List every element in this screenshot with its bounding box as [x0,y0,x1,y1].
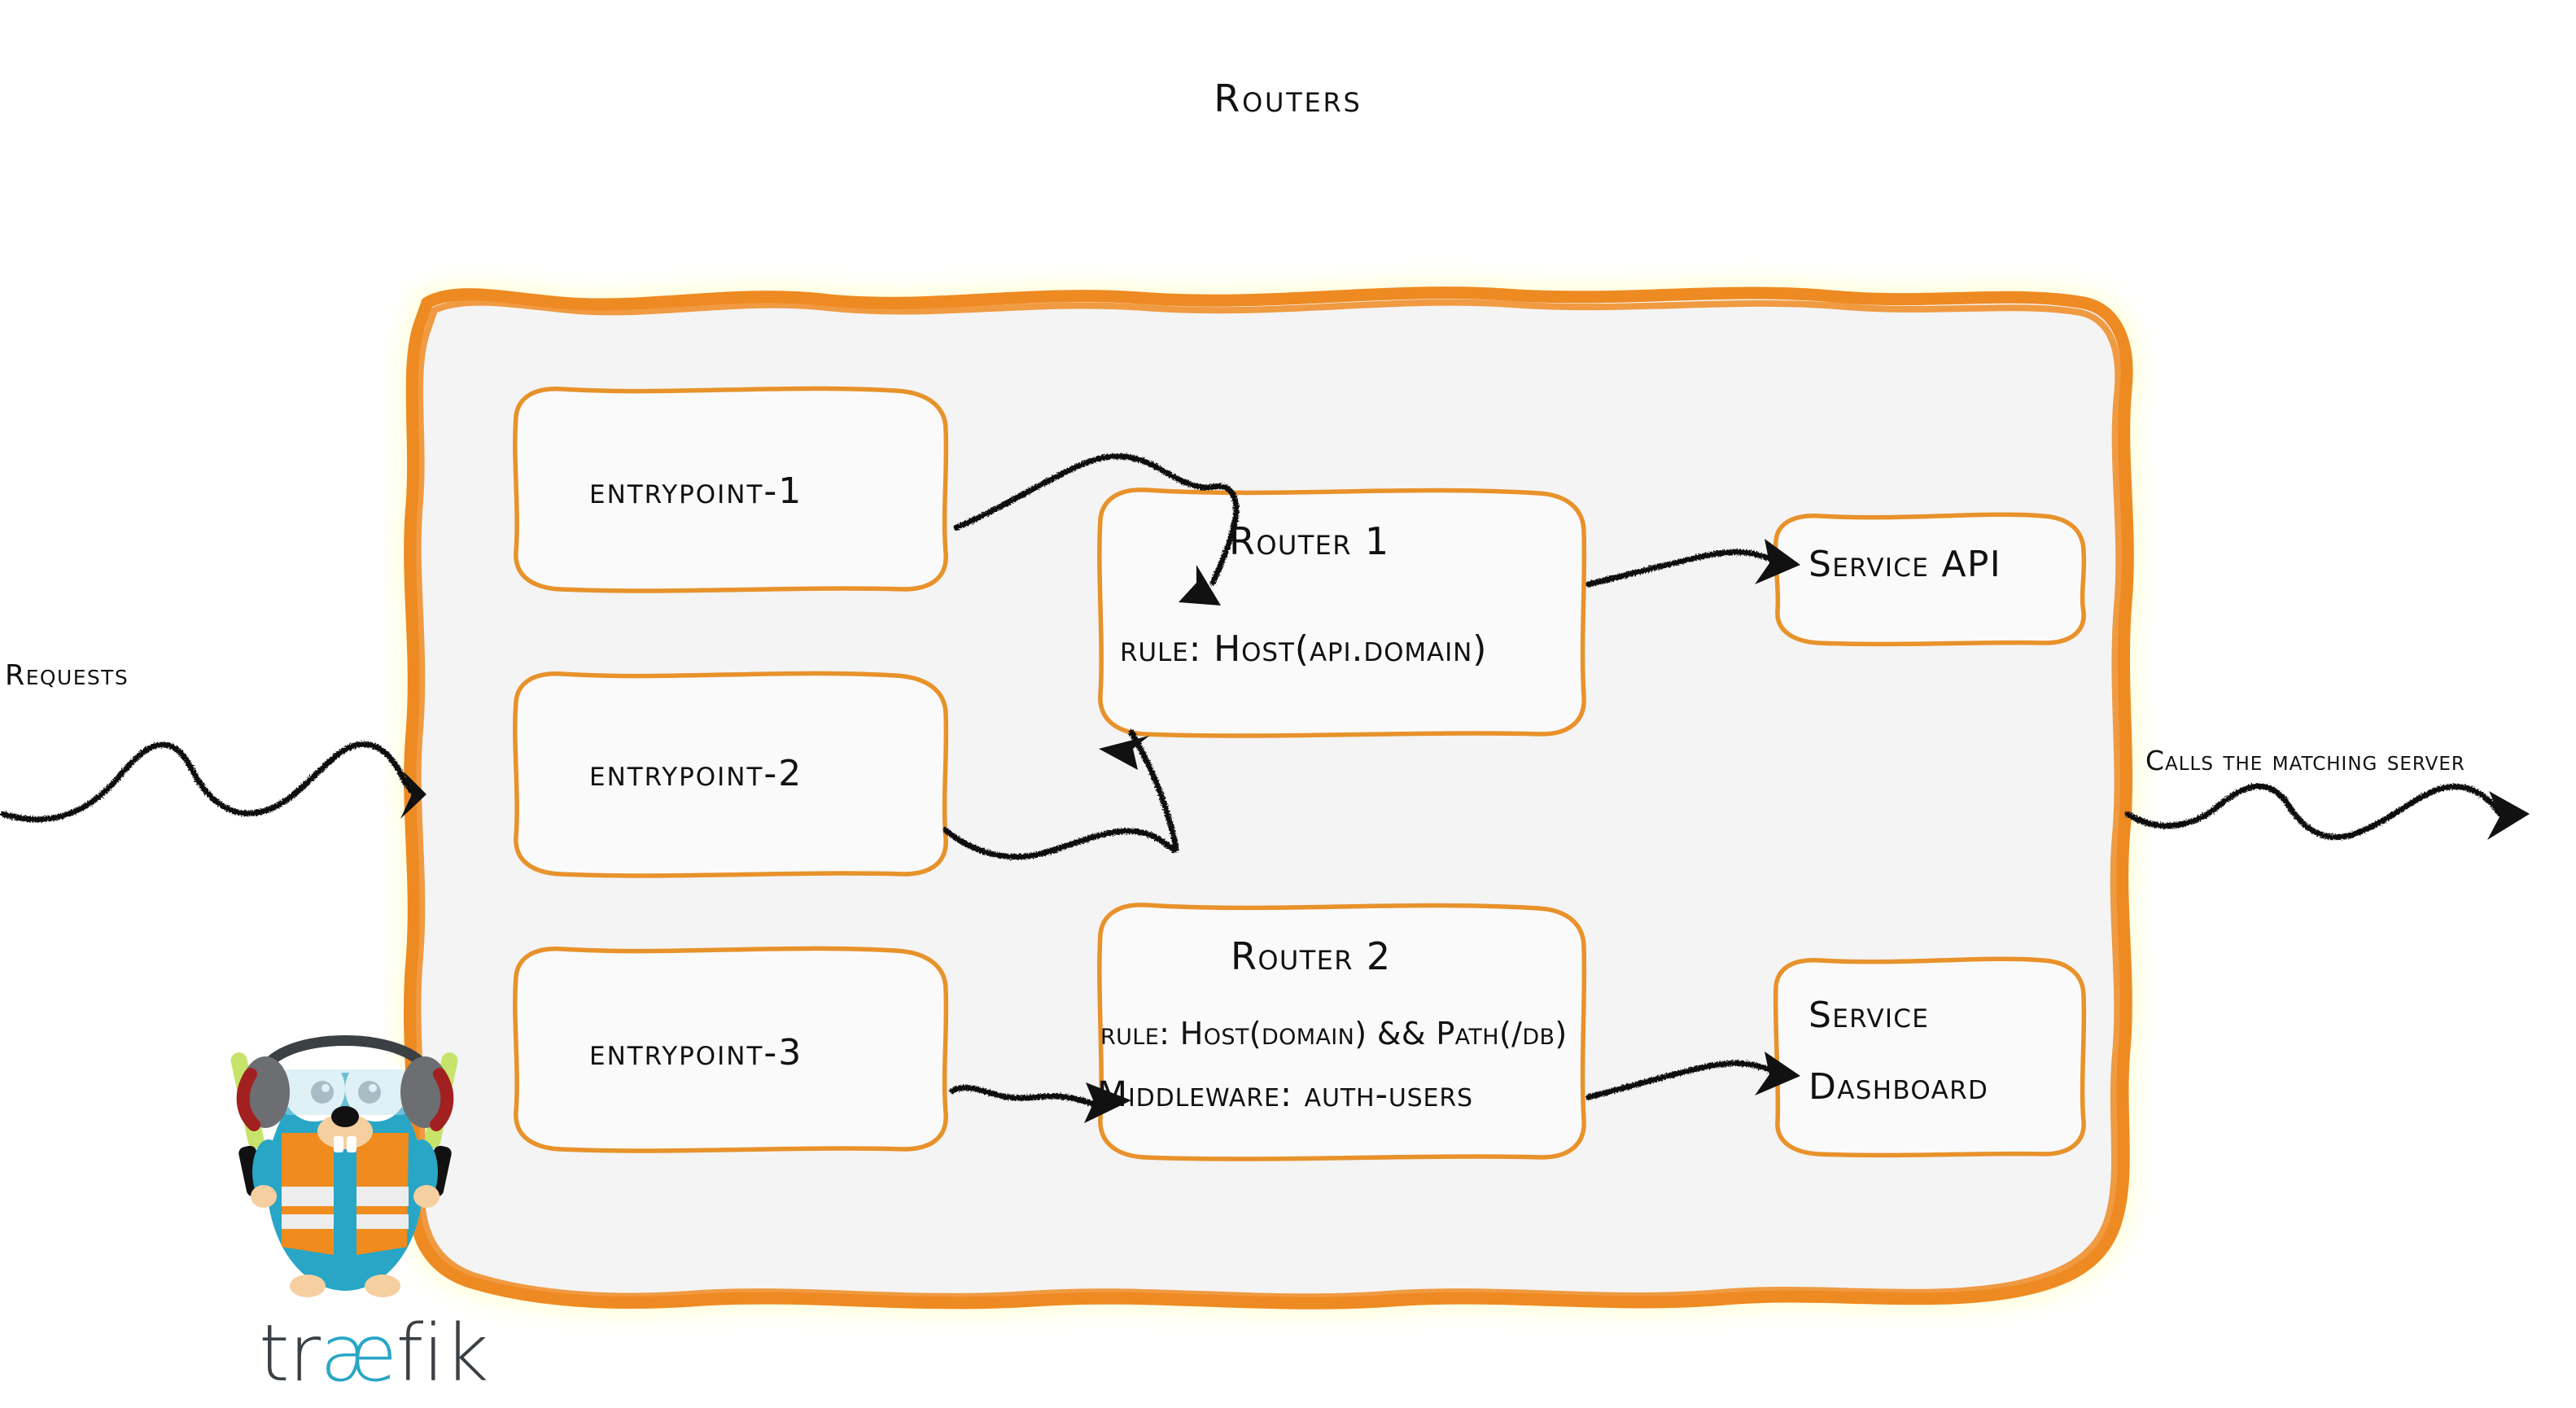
arrow-router2-dashboard-path [1585,1060,1781,1100]
arrow-calls-path [2124,783,2504,841]
traefik-wordmark: træfik [259,1314,489,1393]
router-1-rule: rule: Host(api.domain) [1120,628,1488,670]
service-api-label: Service API [1808,544,2002,585]
entrypoint-3-label: entrypoint-3 [589,1032,803,1073]
router-2-middleware: Middleware: auth-users [1097,1074,1473,1115]
arrow-ep3-router2-path [949,1085,1097,1107]
marshalling-wand-icon-left [230,1052,265,1197]
arrow-requests-path [0,741,418,823]
arrowhead-router2 [1755,1052,1800,1095]
arrow-ep1-router1-path [953,453,1240,586]
arrowhead-ep1 [1179,565,1221,606]
arrow-router1-api-path [1585,549,1781,588]
arrowhead-router1 [1755,539,1800,584]
wordmark-part-1: tr [259,1308,321,1399]
wordmark-ae-ligature: æ [320,1308,396,1399]
service-dashboard-label-line2: Dashboard [1808,1066,1989,1108]
service-dashboard-label-line1: Service [1808,995,1930,1036]
arrowhead-requests [400,772,426,819]
entrypoint-2-label: entrypoint-2 [589,753,803,794]
calls-matching-server-label: Calls the matching server [2145,745,2465,776]
service-dashboard-box [1773,956,2087,1158]
wordmark-part-2: fik [396,1308,489,1399]
headphones-icon [236,1035,454,1131]
arrowhead-calls [2487,791,2530,840]
arrow-ep2-router1-path [942,729,1179,860]
entrypoint-1-label: entrypoint-1 [589,470,803,512]
router-2-rule: rule: Host(domain) && Path(/db) [1100,1016,1568,1052]
safety-vest-icon [282,1133,409,1255]
marshalling-wand-icon-right [424,1052,458,1197]
arrowhead-ep2 [1099,736,1149,770]
page-title: Routers [1214,77,1362,120]
requests-label: Requests [5,659,129,692]
router-1-title: Router 1 [1229,519,1390,563]
router-2-title: Router 2 [1231,934,1392,978]
